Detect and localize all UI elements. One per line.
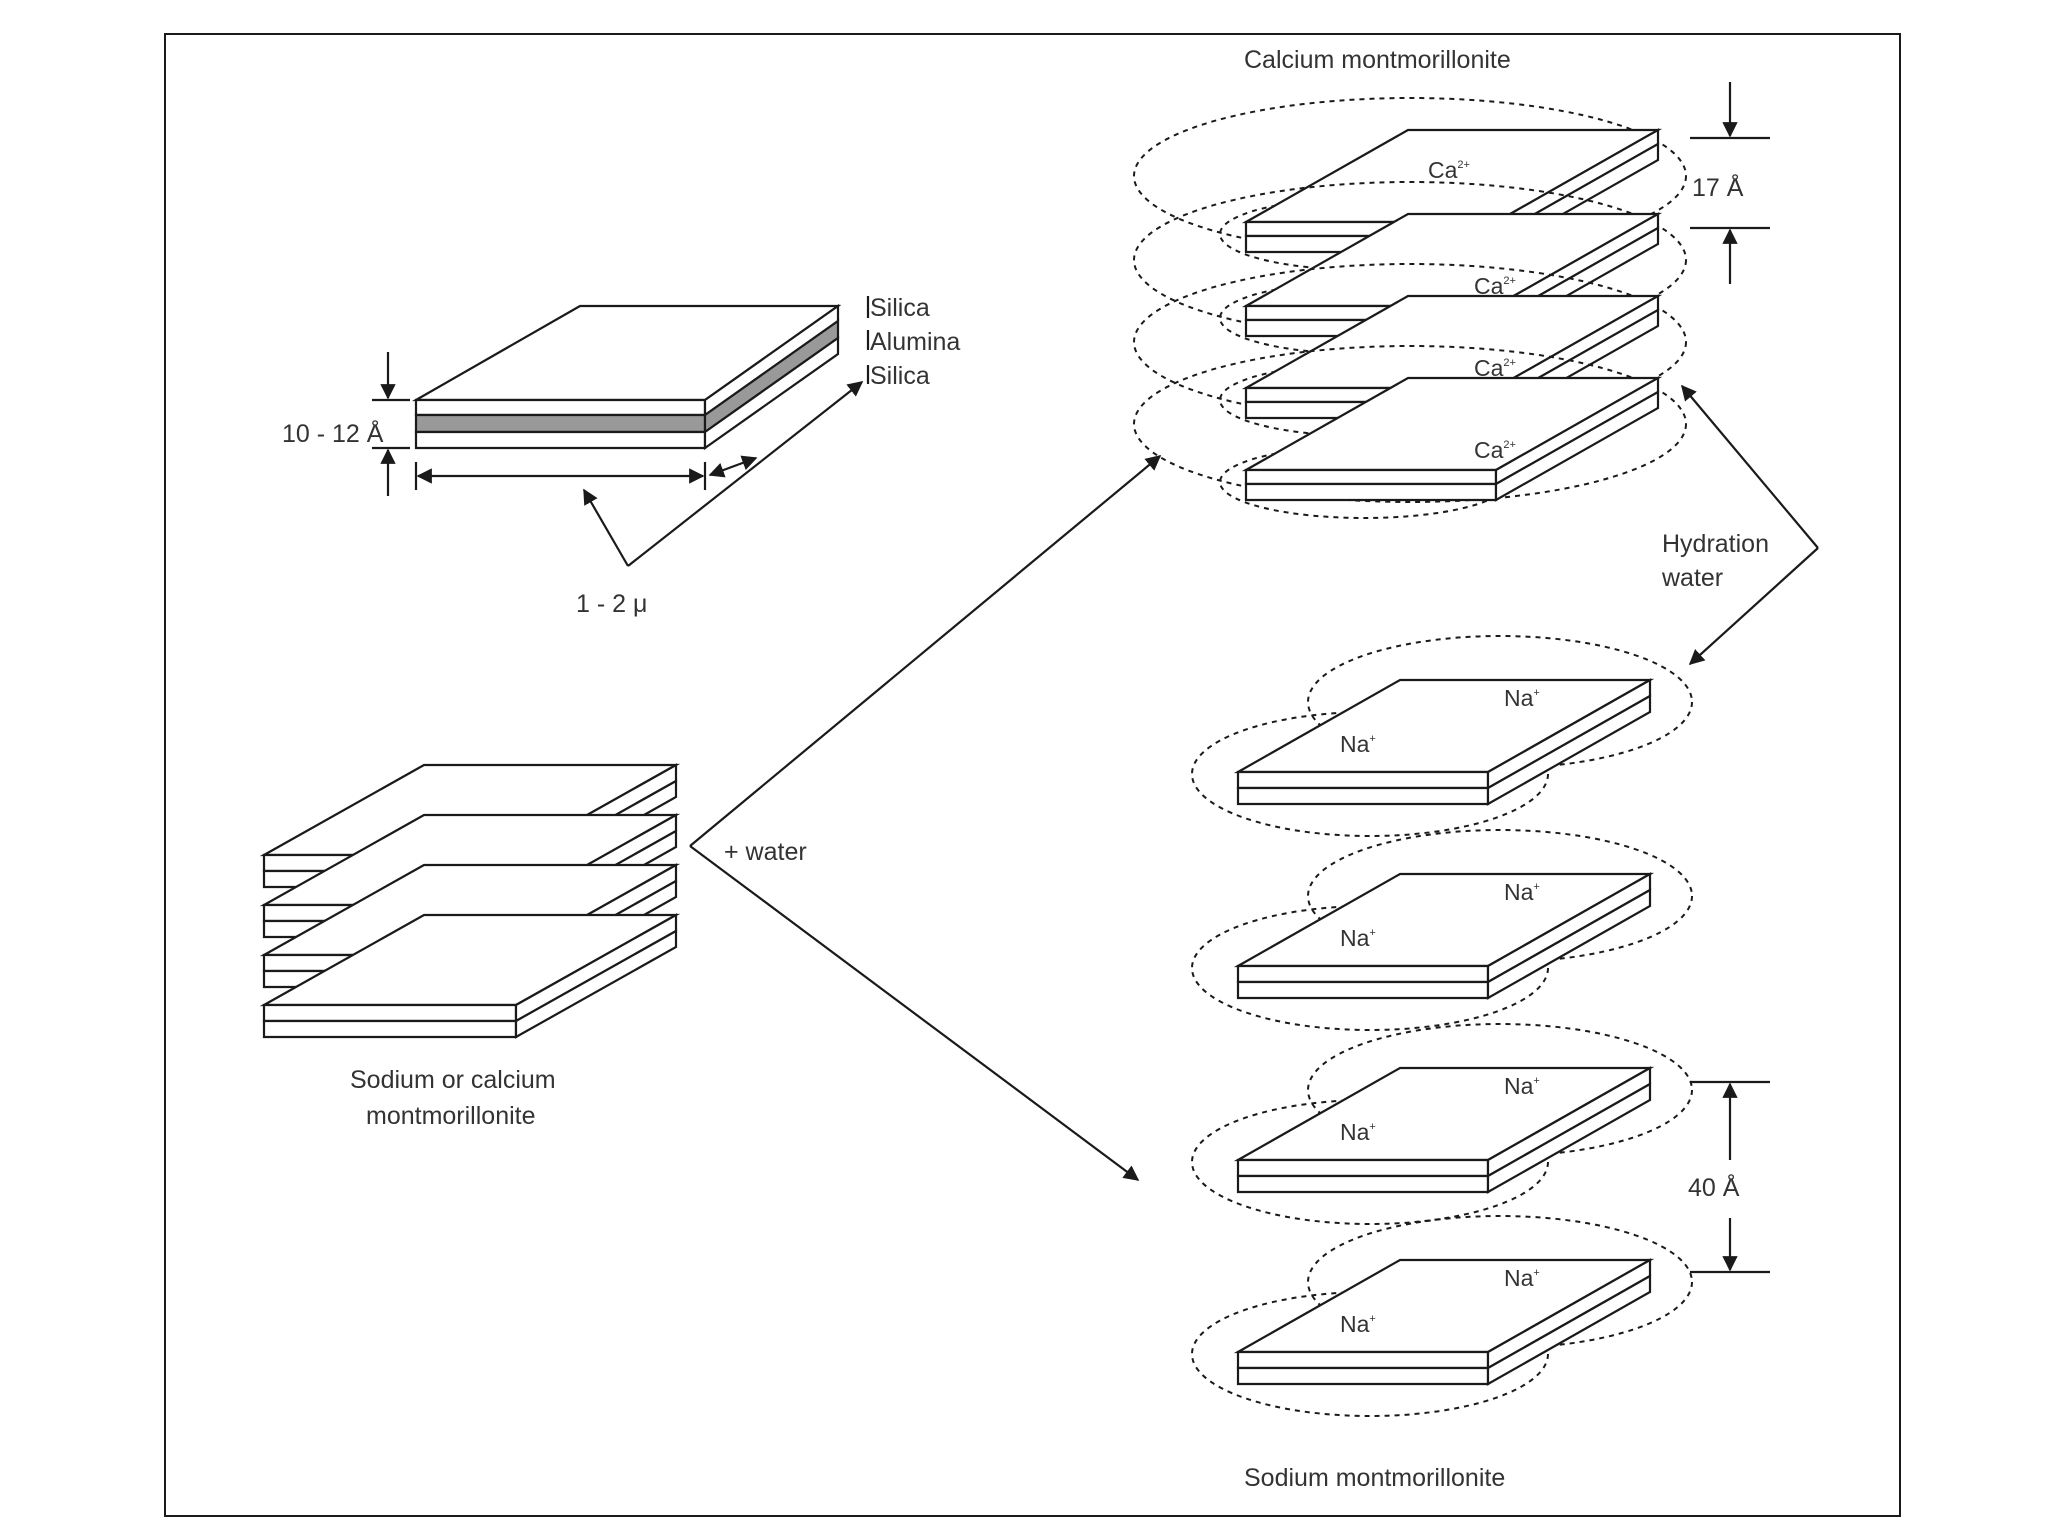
calcium-title: Calcium montmorillonite: [1244, 46, 1511, 74]
na-slab-0-front-0: [1236, 770, 1490, 790]
dry-clay-stack: [259, 763, 681, 1039]
sodium-montmorillonite-stack: Na+Na+Na+Na+Na+Na+Na+Na+: [1191, 635, 1693, 1417]
thickness-dimension-arrows: [372, 352, 410, 496]
ca-hydration-shell-outer-3: [1133, 345, 1687, 503]
silica-top-label: Silica: [870, 294, 930, 322]
calcium-spacing-dimension: [1690, 82, 1770, 284]
sodium-title: Sodium montmorillonite: [1244, 1464, 1505, 1492]
na-slab-3-side-1: [1486, 1274, 1652, 1386]
sodium-spacing-dimension: [1690, 1080, 1770, 1274]
alumina-layer-front: [414, 413, 707, 434]
na-hydration-shell-inner-1: [1191, 905, 1549, 1031]
reaction-label: + water: [724, 838, 807, 866]
na-hydration-shell-inner-0: [1191, 711, 1549, 837]
na-slab-3-front-1: [1236, 1366, 1490, 1386]
clay-unit-layers: [411, 303, 842, 451]
alumina-label: Alumina: [870, 328, 960, 356]
dry-stack-caption-line1: Sodium or calcium: [350, 1066, 556, 1094]
hydration-label-line1: Hydration: [1662, 530, 1769, 558]
na-slab-2-side-1: [1486, 1082, 1652, 1194]
calcium-montmorillonite-stack: Ca2+Ca2+Ca2+Ca2+: [1133, 97, 1687, 519]
reaction-arrows: [689, 455, 1162, 1181]
na-slab-1-front-1: [1236, 980, 1490, 1000]
platelet-size-label: 1 - 2 μ: [576, 590, 647, 618]
na-slab-0-side-1: [1486, 694, 1652, 806]
calcium-spacing-label: 17 Å: [1692, 172, 1744, 202]
na-slab-3-front-0: [1236, 1350, 1490, 1370]
hydration-label-line2: water: [1661, 564, 1723, 592]
na-slab-1-side-1: [1486, 888, 1652, 1000]
dry-slab-3-front-0: [262, 1003, 518, 1023]
ca-slab-3-side-1: [1494, 390, 1660, 502]
ca-slab-3-front-0: [1244, 468, 1498, 486]
dry-slab-3-front-1: [262, 1019, 518, 1039]
ca-slab-3-front-1: [1244, 482, 1498, 502]
dry-stack-caption-line2: montmorillonite: [366, 1102, 536, 1130]
thickness-label: 10 - 12 Å: [282, 418, 384, 448]
na-slab-2-front-0: [1236, 1158, 1490, 1178]
na-hydration-shell-inner-2: [1191, 1099, 1549, 1225]
na-hydration-shell-inner-3: [1191, 1291, 1549, 1417]
hydration-water-arrows: [1681, 384, 1819, 666]
figure-border: [164, 33, 1901, 1517]
dry-slab-3-side-1: [514, 929, 678, 1039]
sodium-spacing-label: 40 Å: [1688, 1172, 1740, 1202]
na-slab-2-front-1: [1236, 1174, 1490, 1194]
na-slab-1-front-0: [1236, 964, 1490, 984]
platelet-size-arrows: [414, 381, 864, 567]
na-slab-0-front-1: [1236, 786, 1490, 806]
silica-bottom-label: Silica: [870, 362, 930, 390]
